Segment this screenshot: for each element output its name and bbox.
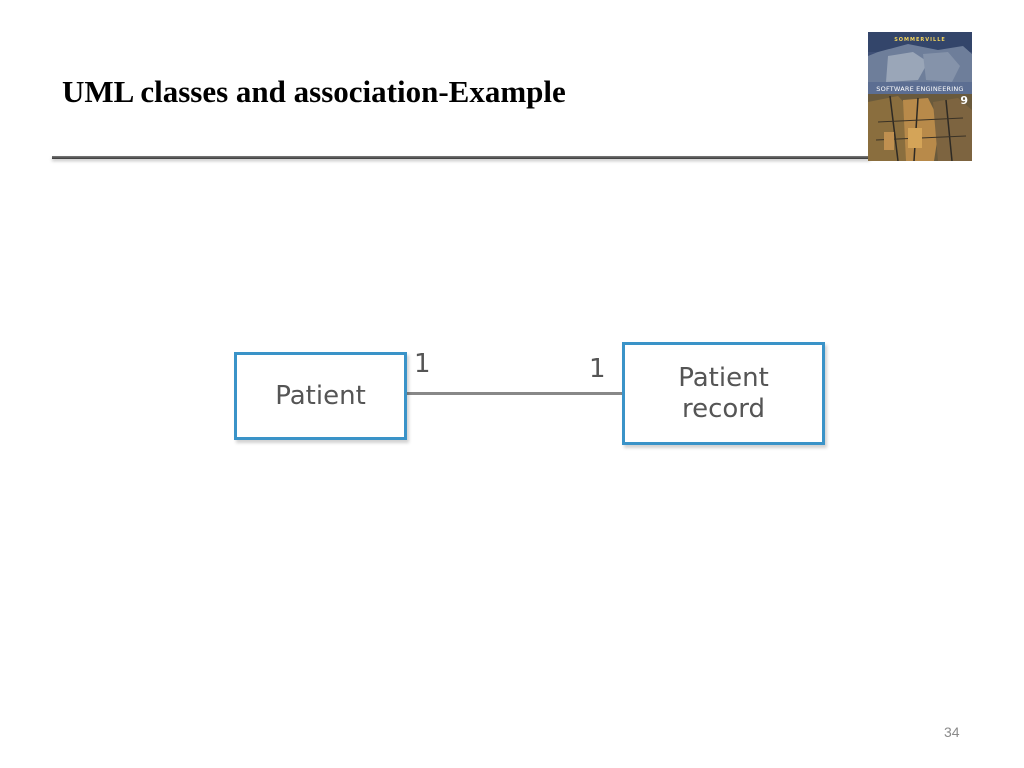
book-edition-label: 9 — [960, 94, 968, 107]
slide-title: UML classes and association-Example — [62, 74, 566, 109]
multiplicity-patient-end: 1 — [414, 349, 431, 379]
multiplicity-record-end: 1 — [589, 354, 606, 384]
title-rule — [52, 156, 870, 159]
page-number: 34 — [944, 724, 960, 740]
book-cover-photo — [868, 32, 972, 161]
uml-class-patient-record: Patient record — [622, 342, 825, 445]
book-author-label: SOMMERVILLE — [894, 37, 946, 43]
book-cover-image: SOMMERVILLE SOFTWARE ENGINEERING 9 — [868, 32, 972, 161]
book-subject-label: SOFTWARE ENGINEERING — [876, 85, 964, 93]
association-line — [407, 392, 622, 395]
uml-class-patient: Patient — [234, 352, 407, 440]
